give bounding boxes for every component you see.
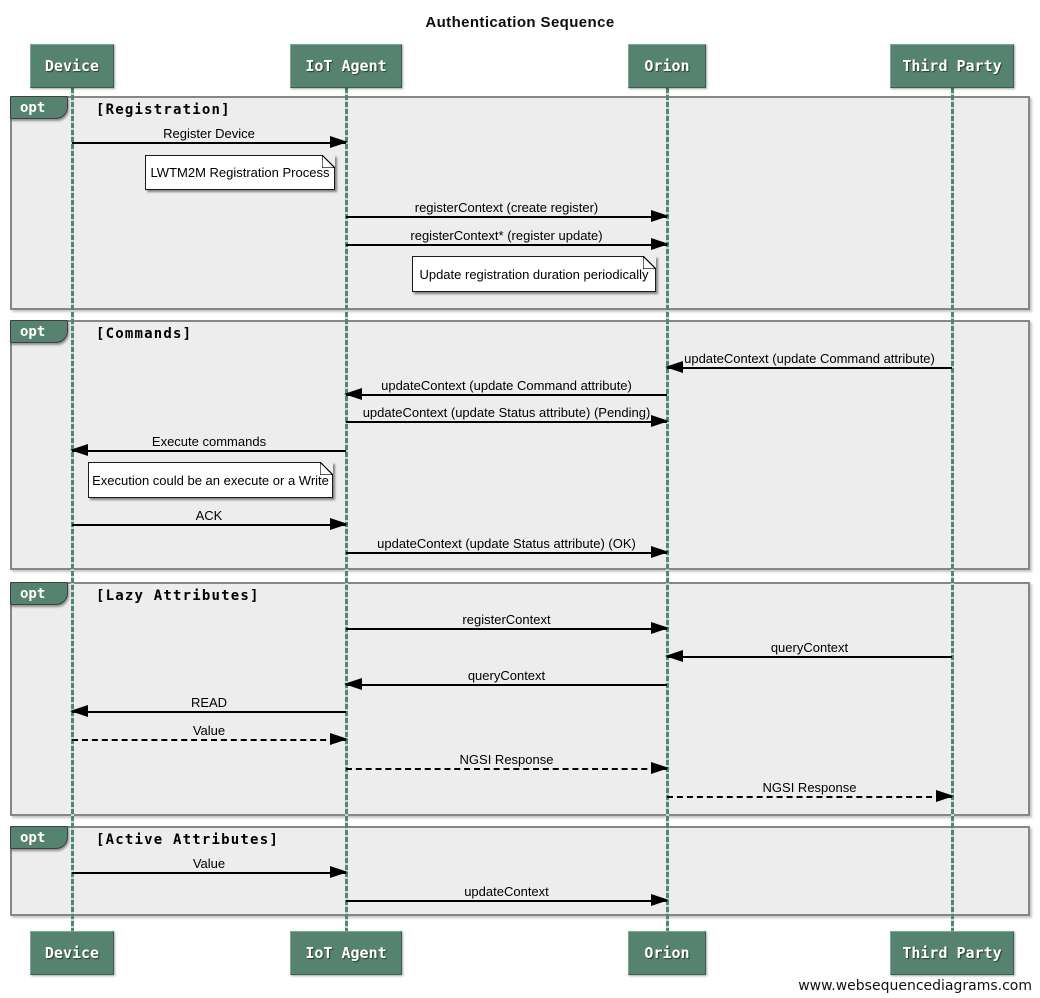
message: Value — [72, 723, 348, 745]
message: registerContext (create register) — [346, 200, 669, 222]
watermark-footer: www.websequencediagrams.com — [798, 978, 1032, 994]
message: READ — [70, 695, 346, 717]
actor-third-party-bottom: Third Party — [890, 931, 1014, 975]
actor-device-top: Device — [30, 44, 114, 88]
message-label: updateContext (update Command attribute) — [381, 378, 632, 393]
message: updateContext (update Status attribute) … — [346, 536, 669, 558]
arrowhead-icon — [70, 444, 88, 456]
actor-device-bottom: Device — [30, 931, 114, 975]
arrowhead-icon — [344, 388, 362, 400]
message: Register Device — [72, 126, 348, 148]
arrowhead-icon — [330, 136, 348, 148]
message: NGSI Response — [346, 752, 669, 774]
actor-iot-agent-bottom: IoT Agent — [290, 931, 402, 975]
arrowhead-icon — [70, 705, 88, 717]
actor-orion-bottom: Orion — [628, 931, 706, 975]
message-label: Register Device — [163, 126, 255, 141]
lifeline-orion — [666, 88, 669, 932]
lifeline-iot-agent — [345, 88, 348, 932]
arrowhead-icon — [651, 894, 669, 906]
message: Value — [72, 856, 348, 878]
arrowhead-icon — [651, 762, 669, 774]
arrowhead-icon — [651, 622, 669, 634]
message-label: READ — [190, 695, 228, 710]
note-fold-corner-icon — [320, 462, 333, 475]
message-label: ACK — [195, 508, 223, 523]
note: Update registration duration periodicall… — [412, 256, 656, 292]
message: NGSI Response — [667, 780, 954, 802]
note-text: LWTM2M Registration Process — [150, 165, 330, 180]
note: Execution could be an execute or a Write — [88, 462, 333, 498]
opt-operator-tab: opt — [10, 320, 68, 343]
lifeline-device — [71, 88, 74, 932]
note-text: Execution could be an execute or a Write — [92, 472, 329, 488]
note-fold-corner-icon — [322, 155, 335, 168]
arrowhead-icon — [936, 790, 954, 802]
message-label: updateContext (update Status attribute) … — [362, 405, 651, 420]
arrowhead-icon — [651, 238, 669, 250]
fragment-guard: [Commands] — [96, 326, 193, 342]
note: LWTM2M Registration Process — [145, 155, 335, 190]
arrowhead-icon — [651, 210, 669, 222]
arrowhead-icon — [665, 650, 683, 662]
message-label: registerContext (create register) — [414, 200, 599, 215]
message-label: updateContext (update Status attribute) … — [377, 536, 636, 551]
note-text: Update registration duration periodicall… — [419, 266, 649, 282]
note-fold-corner-icon — [643, 256, 656, 269]
fragment-lazy-attributes: opt [Lazy Attributes] — [10, 582, 1030, 816]
message: updateContext — [346, 884, 669, 906]
fragment-guard: [Lazy Attributes] — [96, 588, 260, 604]
arrowhead-icon — [330, 866, 348, 878]
arrowhead-icon — [330, 518, 348, 530]
diagram-title: Authentication Sequence — [425, 14, 615, 31]
message: registerContext — [346, 612, 669, 634]
arrowhead-icon — [344, 678, 362, 690]
arrowhead-icon — [665, 361, 683, 373]
message: Execute commands — [70, 434, 346, 456]
message-label: NGSI Response — [459, 752, 554, 767]
lifeline-third-party — [951, 88, 954, 932]
message: updateContext (update Command attribute) — [344, 378, 667, 400]
message-label: Execute commands — [151, 434, 267, 449]
actor-iot-agent-top: IoT Agent — [290, 44, 402, 88]
message: queryContext — [344, 668, 667, 690]
actor-third-party-top: Third Party — [890, 44, 1014, 88]
message-label: Value — [192, 723, 226, 738]
fragment-guard: [Registration] — [96, 102, 231, 118]
arrowhead-icon — [651, 546, 669, 558]
message-label: Value — [192, 856, 226, 871]
opt-operator-tab: opt — [10, 582, 68, 605]
opt-operator-tab: opt — [10, 826, 68, 849]
message: registerContext* (register update) — [346, 228, 669, 250]
arrowhead-icon — [651, 415, 669, 427]
message: queryContext — [665, 640, 952, 662]
actor-orion-top: Orion — [628, 44, 706, 88]
message-label: NGSI Response — [762, 780, 857, 795]
message-label: updateContext (update Command attribute) — [684, 351, 935, 366]
message: updateContext (update Command attribute) — [665, 351, 952, 373]
message-label: registerContext — [462, 612, 551, 627]
arrowhead-icon — [330, 733, 348, 745]
message-label: registerContext* (register update) — [410, 228, 603, 243]
message: updateContext (update Status attribute) … — [346, 405, 669, 427]
fragment-guard: [Active Attributes] — [96, 832, 279, 848]
message-label: queryContext — [770, 640, 849, 655]
opt-operator-tab: opt — [10, 96, 68, 119]
message: ACK — [72, 508, 348, 530]
fragment-commands: opt [Commands] — [10, 320, 1030, 570]
message-label: updateContext — [464, 884, 549, 899]
message-label: queryContext — [467, 668, 546, 683]
